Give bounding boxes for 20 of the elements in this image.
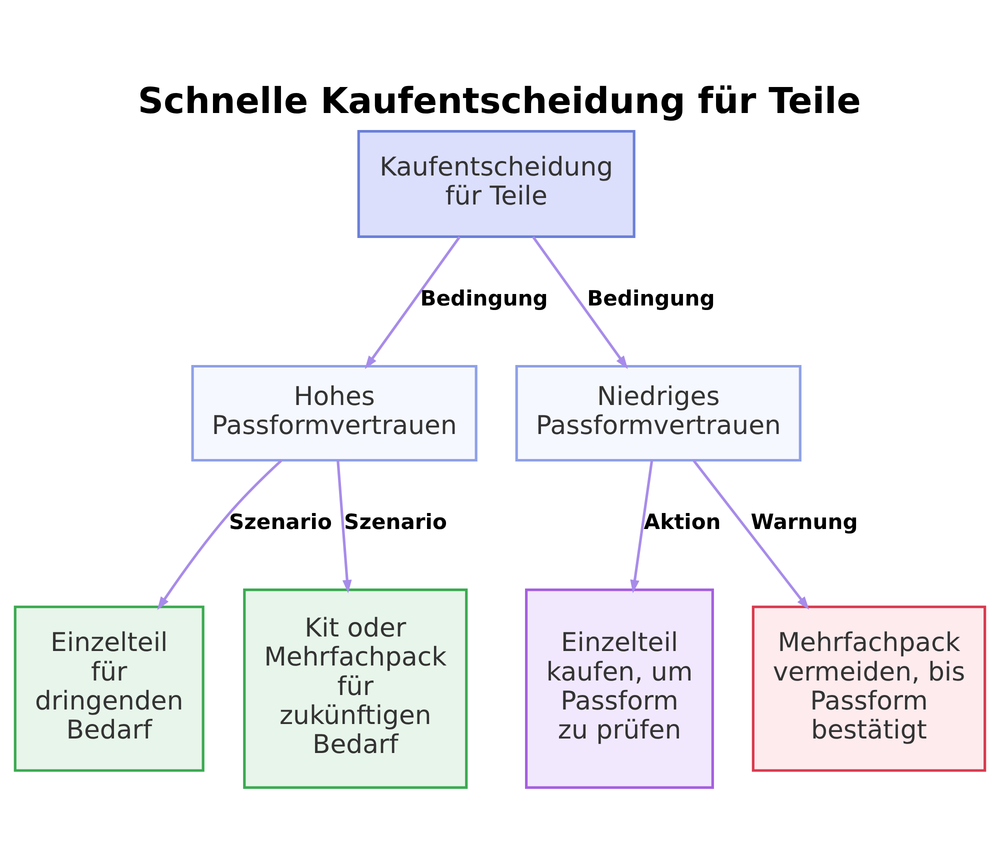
node-box: Mehrfachpack vermeiden, bis Passform bestätigt xyxy=(752,606,986,772)
edge-label: Szenario xyxy=(344,508,447,534)
node-box: Einzelteil kaufen, um Passform zu prüfen xyxy=(525,588,714,789)
node-box: Einzelteil für dringenden Bedarf xyxy=(14,606,204,772)
edge-label: Warnung xyxy=(750,508,858,534)
diagram-title: Schnelle Kaufentscheidung für Teile xyxy=(138,80,861,122)
edge-label: Aktion xyxy=(644,508,721,534)
arrow xyxy=(364,236,461,370)
arrow xyxy=(630,460,654,594)
edge-label: Szenario xyxy=(229,508,332,534)
edge-label: Bedingung xyxy=(420,285,548,310)
edge-label: Bedingung xyxy=(587,285,715,310)
arrow xyxy=(336,460,352,594)
arrow xyxy=(692,460,810,610)
node-box: Kaufentscheidung für Teile xyxy=(357,130,636,238)
arrow xyxy=(532,236,628,370)
arrow xyxy=(157,460,282,610)
node-box: Kit oder Mehrfachpack für zukünftigen Bedarf xyxy=(243,588,468,789)
node-box: Hohes Passformvertrauen xyxy=(191,364,478,462)
node-box: Niedriges Passformvertrauen xyxy=(515,364,802,462)
